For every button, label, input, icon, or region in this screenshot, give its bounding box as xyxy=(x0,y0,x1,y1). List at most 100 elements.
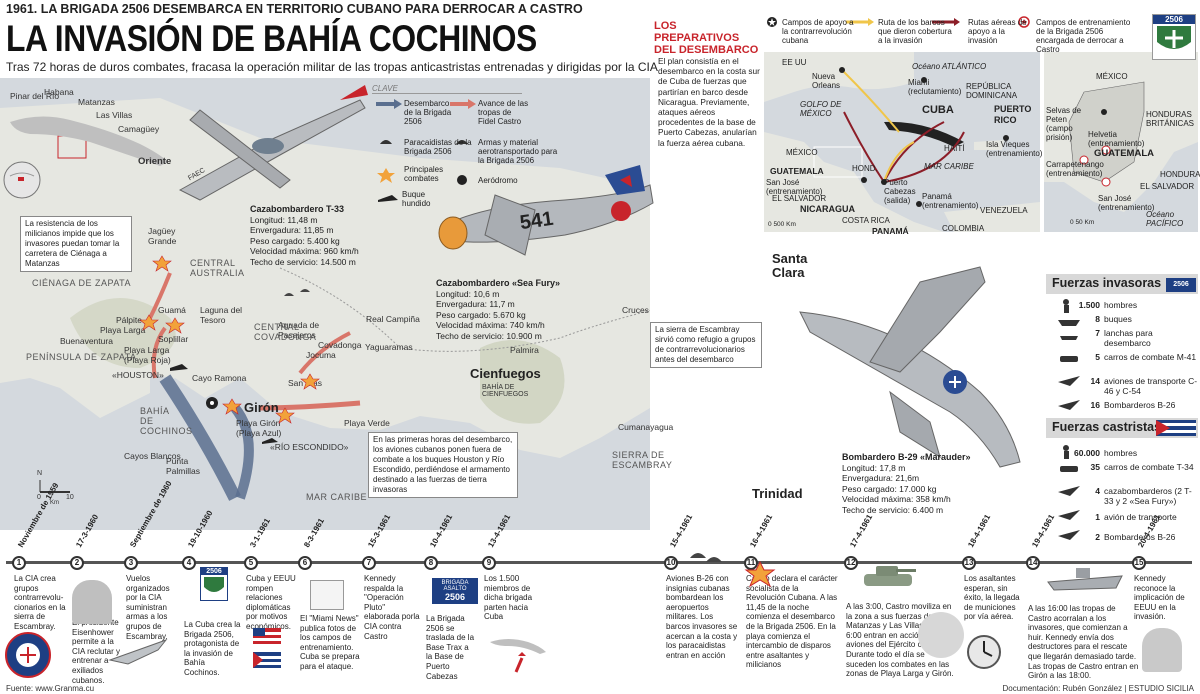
timeline-text: Los 1.500 miembros de dicha brigada part… xyxy=(484,574,533,622)
prep-legend-item: Ruta de los barcos que dieron cobertura … xyxy=(878,18,952,45)
brigade-shield-icon xyxy=(1157,26,1191,49)
legend-item: Desembarco de la Brigada 2506 xyxy=(404,99,452,126)
place-label: CENTRAL COVADONGA xyxy=(254,322,317,342)
b29-specs: Bombardero B-29 «Marauder» Longitud: 17,… xyxy=(842,452,971,515)
timeline-date: 15-4-1961 xyxy=(668,512,695,549)
timeline-marker: 5 xyxy=(244,556,258,570)
place-label: Jocuma xyxy=(306,350,336,360)
place-label: Aguada de Pasajeros xyxy=(278,320,320,340)
castro-portrait xyxy=(918,612,964,658)
timeline-text: La Cuba crea la Brigada 2506, protagonis… xyxy=(184,620,241,677)
parachute-icon xyxy=(284,293,294,296)
place-label: Real Campiña xyxy=(366,314,420,324)
map1-label: PUERTO RICO xyxy=(994,104,1032,125)
timeline-date: 19-4-1961 xyxy=(1030,512,1057,549)
b29-name: Bombardero B-29 «Marauder» xyxy=(842,452,971,462)
map1-label: CUBA xyxy=(922,104,954,116)
place-label: SIERRA DE ESCAMBRAY xyxy=(612,450,673,470)
page-title: LA INVASIÓN DE BAHÍA COCHINOS xyxy=(6,18,537,59)
map1-label: Panamá (entrenamiento) xyxy=(922,192,979,210)
place-label: Playa Larga xyxy=(100,325,146,335)
scale-ten: 10 xyxy=(66,494,74,501)
b29-illustration xyxy=(799,266,1021,468)
t33-spec: Velocidad máxima: 960 km/h xyxy=(250,246,359,256)
timeline-text: Vuelos organizados por la CIA suministra… xyxy=(126,574,170,641)
place-label: Santa Clara xyxy=(772,251,808,280)
guatemala-map xyxy=(1044,52,1198,232)
timeline-marker: 15 xyxy=(1132,556,1146,570)
place-label: BAHÍA DE CIENFUEGOS xyxy=(482,384,529,398)
place-label: Guamá xyxy=(158,305,186,315)
map1-label: GOLFO DE MÉXICO xyxy=(800,100,842,118)
place-label: BAHÍA DE COCHINOS xyxy=(140,406,193,436)
map2-label: San José (entrenamiento) xyxy=(1098,194,1155,212)
map2-label: Helvetia (entrenamiento) xyxy=(1088,130,1145,148)
timeline-text: La Brigada 2506 se traslada de la Base T… xyxy=(426,614,475,681)
seafury-marking: 541 xyxy=(518,207,555,235)
map2-label: Carrapetenango (entrenamiento) xyxy=(1046,160,1104,178)
place-label: Cienfuegos xyxy=(470,366,541,381)
map1-label: MÉXICO xyxy=(786,148,818,157)
timeline-date: 17-4-1961 xyxy=(848,512,875,549)
b29-spec: Velocidad máxima: 358 km/h xyxy=(842,494,951,504)
locator-label: Matanzas xyxy=(78,97,115,107)
seafury-specs: Cazabombardero «Sea Fury» Longitud: 10,6… xyxy=(436,278,560,341)
legend-item: Aeródromo xyxy=(478,176,518,185)
timeline-marker: 10 xyxy=(664,556,678,570)
combat-markers xyxy=(39,255,320,493)
timeline-marker: 12 xyxy=(844,556,858,570)
timeline-marker: 13 xyxy=(962,556,976,570)
timeline-text: Aviones B-26 con insignias cubanas bomba… xyxy=(666,574,738,660)
timeline-marker: 8 xyxy=(424,556,438,570)
place-label: Trinidad xyxy=(752,486,803,501)
seafury-spec: Longitud: 10,6 m xyxy=(436,288,500,299)
t33-name: Cazabombardero T-33 xyxy=(250,204,345,214)
place-label: San Blas xyxy=(288,378,323,388)
b29-spec: Longitud: 17,8 m xyxy=(842,462,906,473)
place-label: Cayo Ramona xyxy=(192,373,247,383)
place-label: Cayos Blancos xyxy=(124,451,181,461)
scale-north: N xyxy=(37,470,43,477)
timeline-marker: 9 xyxy=(482,556,496,570)
badge-2506-number: 2506 xyxy=(201,568,227,575)
map2-label: MÉXICO xyxy=(1096,72,1128,81)
locator-map xyxy=(3,116,168,199)
bomber-icon xyxy=(1058,400,1080,410)
explosion-icon xyxy=(165,317,185,334)
badge-2506-icon: 2506 xyxy=(200,567,228,601)
boat-icon xyxy=(1060,336,1078,340)
timeline-text: El "Miami News" publica fotos de los cam… xyxy=(300,614,360,671)
b29-spec: Peso cargado: 17.000 kg xyxy=(842,483,937,494)
newspaper-photo xyxy=(310,580,344,610)
map2-label: HONDURAS xyxy=(1160,170,1200,179)
footer-credit: Documentación: Rubén González | ESTUDIO … xyxy=(1002,684,1195,693)
scale-zero: 0 xyxy=(37,494,41,501)
cia-seal-icon xyxy=(5,632,51,678)
map2-label: Océano PACÍFICO xyxy=(1146,210,1184,228)
timeline-marker: 1 xyxy=(12,556,26,570)
prep-legend-item: Campos de apoyo a la contrarrevolución c… xyxy=(782,18,854,45)
timeline-line xyxy=(6,561,1192,564)
fuerzas-invasoras-title: Fuerzas invasoras xyxy=(1046,274,1198,294)
map2-label: EL SALVADOR xyxy=(1140,182,1195,191)
place-label: «HOUSTON» xyxy=(112,370,164,380)
timeline-text: A las 16:00 las tropas de Castro acorral… xyxy=(1028,604,1139,681)
map1-label: Puerto Cabezas (salida) xyxy=(884,178,916,205)
timeline-marker: 7 xyxy=(362,556,376,570)
b29-spec: Envergadura: 21,6m xyxy=(842,473,920,483)
place-label: PENÍNSULA DE ZAPATA xyxy=(26,352,137,362)
seafury-illustration xyxy=(438,165,654,256)
explosion-icon xyxy=(222,398,242,415)
plane-icon xyxy=(1058,376,1080,386)
place-label: Buenaventura xyxy=(60,336,113,346)
ship-icon xyxy=(262,438,278,444)
prep-title-line: LOS PREPARATIVOS xyxy=(654,20,740,44)
legend-title: CLAVE xyxy=(372,84,522,94)
ship-icon xyxy=(1058,320,1080,326)
locator-label: Camagüey xyxy=(118,124,160,134)
soldier-icon xyxy=(1063,299,1069,305)
timeline-marker: 14 xyxy=(1026,556,1040,570)
place-label: Cruces xyxy=(622,305,649,315)
kennedy-portrait xyxy=(1142,628,1182,672)
timeline-text: La CIA crea grupos contrarrevolu-cionari… xyxy=(14,574,66,631)
